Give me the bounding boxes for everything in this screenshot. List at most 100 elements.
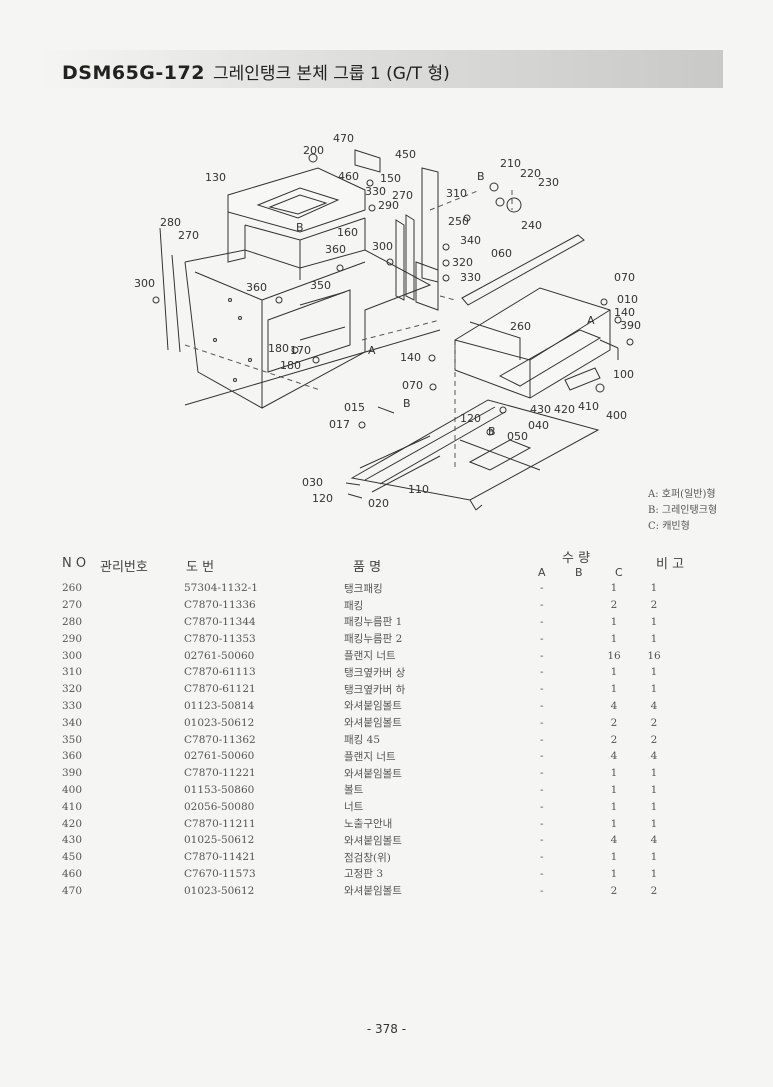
cell-qty-a: - [540, 783, 544, 796]
callout-180-lower: 180 [280, 359, 301, 372]
cell-qty-a: - [540, 599, 544, 612]
cell-qty-a: - [540, 716, 544, 729]
callout-350: 350 [310, 279, 331, 292]
cell-qty-b: 16 [607, 649, 621, 662]
cell-part-name: 점검창(위) [344, 851, 391, 864]
cell-part-name: 패킹누름판 2 [344, 633, 403, 646]
cell-qty-a: - [540, 817, 544, 830]
cell-qty-b: 2 [610, 716, 618, 729]
callout-015: 015 [344, 401, 365, 414]
callout-b-4: B [488, 425, 496, 438]
tank-body [184, 167, 432, 409]
cell-qty-a: - [540, 733, 544, 746]
strip-290 [405, 214, 415, 301]
cell-drawing-no: 01153-50860 [184, 783, 255, 796]
cell-drawing-no: 01123-50814 [184, 699, 255, 712]
callout-200: 200 [303, 144, 324, 157]
callout-160: 160 [337, 226, 358, 239]
callout-470: 470 [333, 132, 354, 145]
cell-no: 430 [62, 834, 83, 847]
callout-b-3: B [403, 397, 411, 410]
cell-no: 280 [62, 615, 83, 628]
cell-drawing-no: C7870-11362 [184, 733, 256, 746]
callout-140: 140 [614, 306, 635, 319]
guide-lines [184, 189, 513, 470]
cell-drawing-no: C7870-11211 [184, 817, 256, 830]
callout-030: 030 [302, 476, 323, 489]
type-legend: A: 호퍼(일반)형 B: 그레인탱크형 C: 캐빈형 [648, 487, 717, 535]
header-qty-c: C [615, 566, 623, 579]
cell-qty-c: 1 [650, 632, 658, 645]
callout-300-left: 300 [134, 277, 155, 290]
cell-drawing-no: C7870-11353 [184, 632, 256, 645]
lower-frame [454, 287, 619, 399]
header-remark: 비 고 [656, 557, 685, 572]
cell-qty-a: - [540, 649, 544, 662]
cell-qty-c: 2 [650, 716, 658, 729]
cell-drawing-no: 02761-50060 [184, 649, 255, 662]
callout-450: 450 [395, 148, 416, 161]
cell-no: 330 [62, 699, 83, 712]
cell-part-name: 탱크패킹 [344, 582, 383, 595]
cell-qty-a: - [540, 884, 544, 897]
callout-330-lower: 330 [460, 271, 481, 284]
header-drawing: 도 번 [186, 560, 215, 575]
callout-b-1: B [477, 170, 485, 183]
cell-qty-a: - [540, 834, 544, 847]
cell-qty-c: 1 [650, 867, 658, 880]
callout-017: 017 [329, 418, 350, 431]
cell-part-name: 고정판 3 [344, 868, 383, 881]
cell-qty-a: - [540, 666, 544, 679]
cell-part-name: 플랜지 너트 [344, 750, 396, 763]
inspection-window [354, 149, 381, 173]
callout-460: 460 [338, 170, 359, 183]
cell-part-name: 패킹 45 [344, 734, 381, 747]
cell-part-name: 볼트 [344, 784, 364, 797]
callout-120: 120 [460, 412, 481, 425]
diagram-drawing [152, 149, 634, 511]
cell-part-name: 노출구안내 [344, 818, 393, 831]
cell-qty-b: 4 [610, 699, 618, 712]
callout-310: 310 [446, 187, 467, 200]
callout-230: 230 [538, 176, 559, 189]
cell-qty-a: - [540, 800, 544, 813]
cell-no: 470 [62, 884, 83, 897]
cell-part-name: 와셔붙임볼트 [344, 767, 402, 780]
cell-qty-b: 1 [610, 683, 618, 696]
callout-170: 170 [290, 344, 311, 357]
cell-qty-c: 1 [650, 800, 658, 813]
bracket-060 [461, 234, 585, 306]
cell-part-name: 탱크옆카버 상 [344, 666, 406, 679]
strip-270 [395, 219, 405, 301]
cell-drawing-no: 02761-50060 [184, 750, 255, 763]
callout-040: 040 [528, 419, 549, 432]
callout-110: 110 [408, 483, 429, 496]
callout-270: 270 [392, 189, 413, 202]
cell-qty-b: 1 [610, 800, 618, 813]
cell-qty-b: 2 [610, 733, 618, 746]
cell-no: 390 [62, 767, 83, 780]
cell-no: 340 [62, 716, 83, 729]
cell-part-name: 와셔붙임볼트 [344, 717, 402, 730]
header-name: 품 명 [353, 560, 382, 575]
cell-part-name: 너트 [344, 801, 364, 814]
cell-part-name: 와셔붙임볼트 [344, 700, 402, 713]
cell-qty-b: 1 [610, 867, 618, 880]
callout-290: 290 [378, 199, 399, 212]
cell-qty-c: 1 [650, 851, 658, 864]
cell-no: 360 [62, 750, 83, 763]
cell-qty-c: 2 [650, 733, 658, 746]
cell-qty-a: - [540, 699, 544, 712]
exploded-diagram: 470 200 450 130 460 150 330 270 310 210 … [0, 0, 773, 540]
